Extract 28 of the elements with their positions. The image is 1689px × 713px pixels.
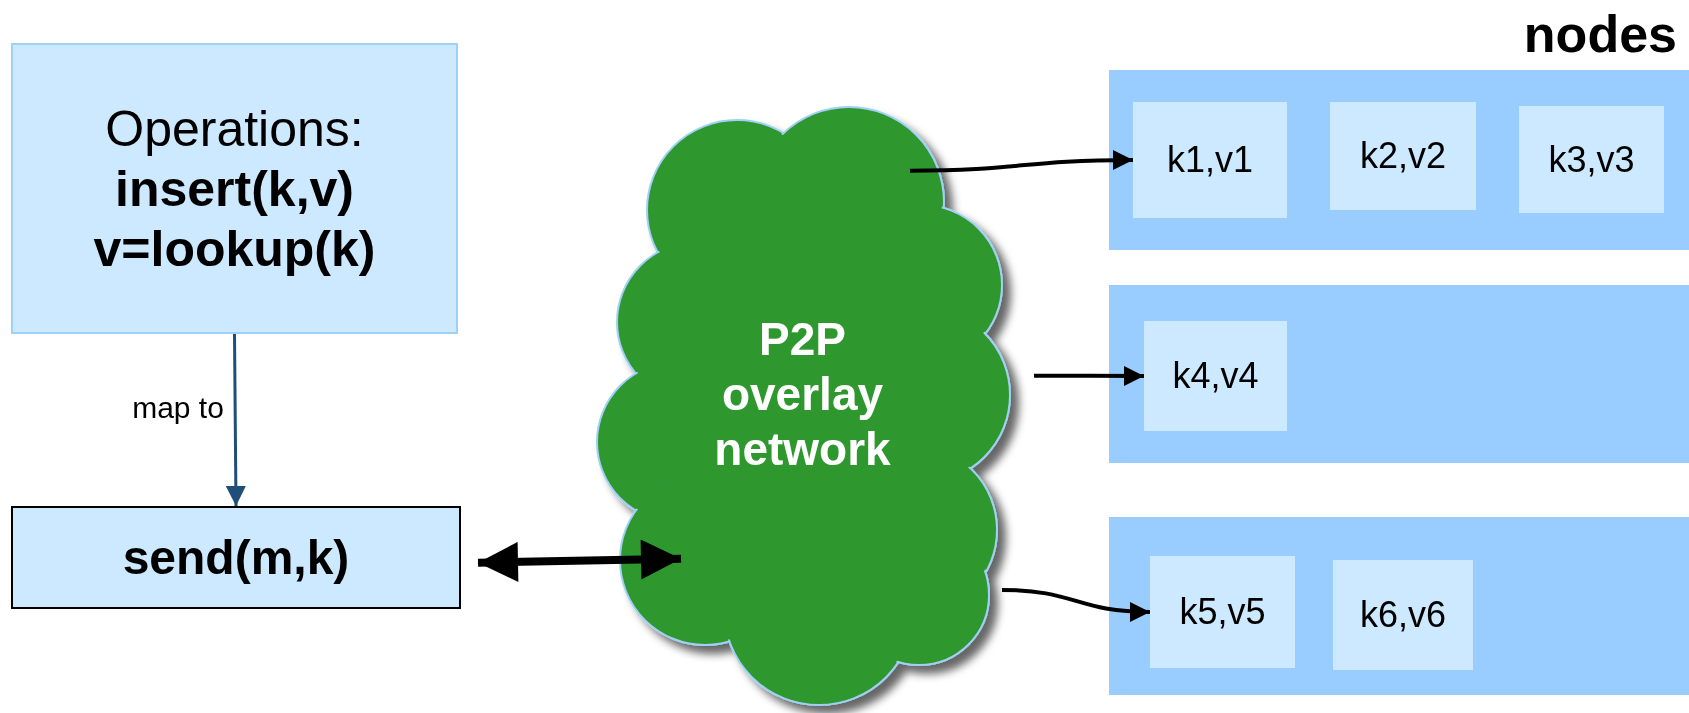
node-bar <box>1109 285 1689 463</box>
key-value-box <box>1150 556 1295 668</box>
key-value-box <box>1133 102 1287 218</box>
key-value-box <box>1144 321 1287 431</box>
function-text: send(m,k) <box>122 530 350 585</box>
key-value-text: k1,v1 <box>1166 139 1253 181</box>
arrow <box>910 150 1133 173</box>
key-value-box <box>1519 106 1664 213</box>
double-arrow <box>477 539 682 582</box>
key-value-text: k6,v6 <box>1359 594 1446 636</box>
section-heading: nodes <box>1523 4 1677 64</box>
key-value-text: k5,v5 <box>1179 591 1266 633</box>
operation-text: v=lookup(k) <box>93 219 376 279</box>
operations-box <box>11 43 458 334</box>
key-value-box <box>1333 560 1473 670</box>
operation-text: insert(k,v) <box>115 159 354 219</box>
node-bar <box>1109 517 1689 695</box>
key-value-text: k3,v3 <box>1548 138 1635 181</box>
arrow <box>225 334 246 506</box>
arrow <box>1001 587 1151 622</box>
key-value-box <box>1330 102 1476 210</box>
arrow <box>1034 366 1144 386</box>
node-bar <box>1109 70 1689 250</box>
cloud-label: P2P overlay network <box>713 312 892 478</box>
key-value-text: k2,v2 <box>1359 135 1446 177</box>
key-value-text: k4,v4 <box>1172 355 1259 397</box>
send-box <box>11 506 461 609</box>
operations-heading: Operations: <box>105 99 364 159</box>
